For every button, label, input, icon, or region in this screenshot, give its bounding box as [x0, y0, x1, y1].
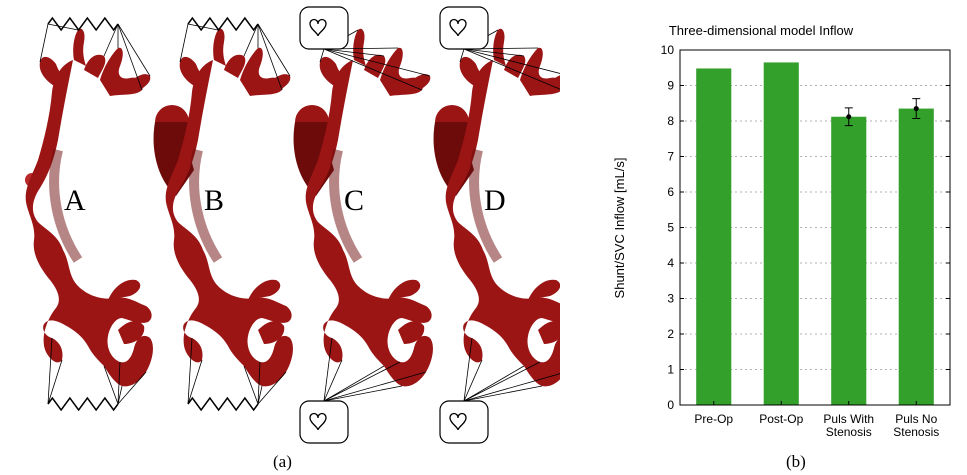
vessel-body — [305, 28, 433, 387]
x-tick-label: Post-Op — [759, 412, 803, 426]
y-tick-label: 4 — [667, 256, 674, 270]
error-bar — [912, 98, 921, 120]
vessel-shading — [469, 148, 503, 263]
model-c: C — [293, 6, 433, 444]
heart-icon — [439, 6, 489, 50]
model-label-a: A — [64, 184, 86, 217]
plot-frame — [679, 49, 951, 406]
bc-connectors — [319, 29, 431, 402]
bar — [831, 116, 867, 406]
vessel-shading — [329, 148, 363, 263]
panel-a-caption: (a) — [273, 452, 292, 471]
x-tick-label: Puls With — [823, 412, 874, 426]
resistor-icon — [187, 16, 259, 32]
resistor-icon — [47, 396, 119, 412]
x-tick-label: Stenosis — [893, 425, 939, 439]
model-label-b: B — [204, 184, 224, 217]
y-axis-label: Shunt/SVC Inflow [mL/s] — [612, 158, 627, 299]
vessel-models: A B C D — [25, 6, 573, 444]
y-tick-label: 0 — [667, 398, 674, 412]
bar — [898, 108, 934, 405]
mean-point — [913, 106, 919, 112]
mean-point — [846, 114, 852, 120]
y-tick-label: 10 — [661, 43, 675, 57]
y-tick-label: 7 — [667, 150, 674, 164]
bar — [696, 68, 732, 406]
model-d: D — [433, 6, 573, 444]
model-label-c: C — [344, 184, 364, 217]
bar — [763, 62, 799, 406]
bc-connectors — [39, 23, 151, 405]
model-b: B — [153, 16, 293, 412]
inflow-bar-chart: Three-dimensional model Inflow Shunt/SVC… — [612, 23, 951, 439]
bc-connectors — [459, 29, 571, 402]
error-bars — [844, 98, 921, 127]
y-tick-labels: 0 1 2 3 4 5 6 7 8 9 10 — [661, 43, 675, 412]
x-tick-label: Pre-Op — [694, 412, 733, 426]
heart-icon — [439, 400, 489, 444]
axes — [679, 49, 951, 406]
resistor-icon — [47, 16, 119, 32]
error-bar — [844, 107, 853, 127]
x-tick-label: Stenosis — [826, 425, 872, 439]
model-a: A — [25, 16, 153, 412]
vessel-shading — [189, 148, 223, 263]
model-label-d: D — [484, 184, 506, 217]
y-tick-label: 8 — [667, 114, 674, 128]
y-tick-label: 3 — [667, 292, 674, 306]
vessel-body — [25, 28, 153, 387]
chart-panel: Three-dimensional model Inflow Shunt/SVC… — [560, 0, 967, 475]
bc-connectors — [179, 23, 291, 405]
y-tick-label: 5 — [667, 221, 674, 235]
model-panel: A B C D (a) — [25, 6, 573, 471]
heart-icon — [299, 400, 349, 444]
vessel-body — [165, 28, 293, 387]
vessel-shading — [49, 148, 83, 263]
heart-icon — [299, 6, 349, 50]
bars — [696, 62, 934, 406]
y-tick-label: 6 — [667, 185, 674, 199]
resistor-icon — [187, 396, 259, 412]
y-tick-label: 9 — [667, 79, 674, 93]
x-tick-label: Puls No — [895, 412, 937, 426]
y-tick-label: 2 — [667, 327, 674, 341]
y-tick-label: 1 — [667, 363, 674, 377]
chart-title: Three-dimensional model Inflow — [669, 23, 854, 38]
panel-b-caption: (b) — [786, 452, 806, 471]
